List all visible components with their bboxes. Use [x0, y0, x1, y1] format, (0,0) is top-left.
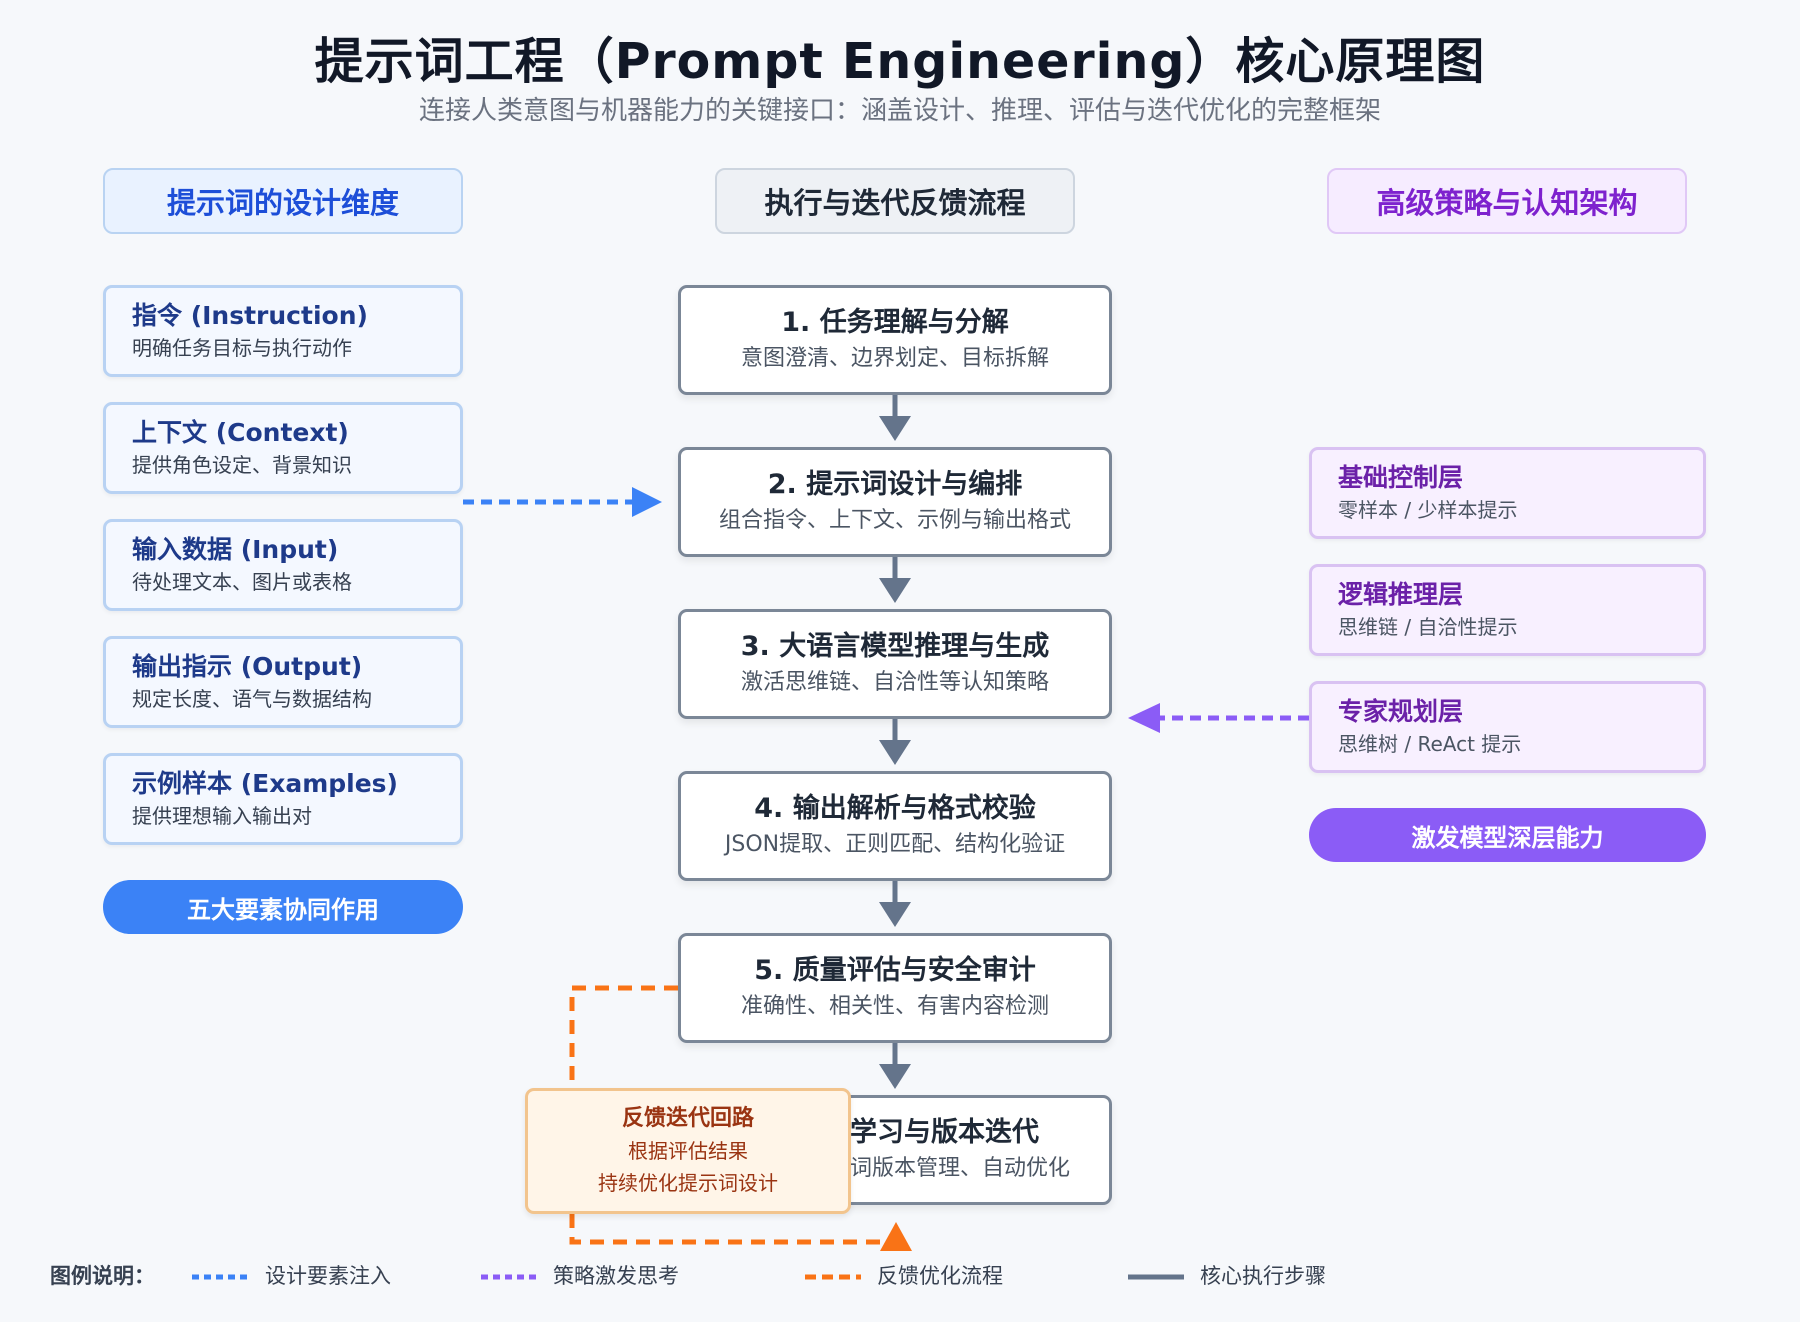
step-desc: 准确性、相关性、有害内容检测	[740, 994, 1049, 1019]
step-title: 2. 提示词设计与编排	[767, 469, 1023, 500]
step-title: 3. 大语言模型推理与生成	[740, 631, 1050, 662]
feedback-loop-arrow-head	[880, 1222, 912, 1251]
flow-arrow-4-5-head	[879, 902, 911, 927]
column-header-execution-flow: 执行与迭代反馈流程	[715, 168, 1075, 234]
dimension-title: 指令 (Instruction)	[132, 301, 368, 330]
page-subtitle: 连接人类意图与机器能力的关键接口：涵盖设计、推理、评估与迭代优化的完整框架	[418, 96, 1381, 126]
column-header-design-dimensions: 提示词的设计维度	[103, 168, 463, 234]
core-flow-arrows	[879, 395, 911, 1089]
legend-item-feedback: 反馈优化流程	[877, 1264, 1003, 1288]
dimension-card-output: 输出指示 (Output) 规定长度、语气与数据结构	[103, 636, 463, 728]
step-title: 5. 质量评估与安全审计	[754, 955, 1036, 986]
step-desc: JSON提取、正则匹配、结构化验证	[724, 832, 1066, 857]
strategy-desc: 思维链 / 自洽性提示	[1338, 615, 1518, 639]
strategy-title: 基础控制层	[1338, 463, 1464, 492]
dimension-desc: 提供理想输入输出对	[132, 804, 312, 828]
step-title: 1. 任务理解与分解	[781, 307, 1009, 338]
strategy-title: 逻辑推理层	[1338, 580, 1464, 609]
feedback-line-1: 根据评估结果	[628, 1139, 748, 1163]
dimension-title: 上下文 (Context)	[132, 418, 349, 447]
step-desc: 意图澄清、边界划定、目标拆解	[740, 346, 1049, 371]
flow-arrow-2-3-head	[879, 578, 911, 603]
flow-arrow-1-2-head	[879, 416, 911, 441]
step-card-3: 3. 大语言模型推理与生成 激活思维链、自洽性等认知策略	[678, 609, 1112, 719]
dimensions-summary-pill: 五大要素协同作用	[103, 880, 463, 934]
dimension-desc: 提供角色设定、背景知识	[132, 453, 352, 477]
step-desc: 激活思维链、自洽性等认知策略	[740, 670, 1049, 695]
design-injection-arrow-head	[632, 487, 662, 517]
dimension-desc: 明确任务目标与执行动作	[132, 336, 352, 360]
step-title: 学习与版本迭代	[850, 1117, 1039, 1148]
column-header-advanced-strategies: 高级策略与认知架构	[1327, 168, 1687, 234]
dimension-title: 示例样本 (Examples)	[132, 769, 398, 798]
dimension-title: 输入数据 (Input)	[132, 535, 339, 564]
flow-arrow-5-6-head	[879, 1064, 911, 1089]
step-card-4: 4. 输出解析与格式校验 JSON提取、正则匹配、结构化验证	[678, 771, 1112, 881]
page-title: 提示词工程（Prompt Engineering）核心原理图	[314, 33, 1486, 90]
strategy-card-basic-control: 基础控制层 零样本 / 少样本提示	[1309, 447, 1706, 539]
step-desc: 词版本管理、自动优化	[850, 1156, 1071, 1181]
strategy-desc: 零样本 / 少样本提示	[1338, 498, 1518, 522]
step-card-2: 2. 提示词设计与编排 组合指令、上下文、示例与输出格式	[678, 447, 1112, 557]
design-injection-arrow	[463, 487, 662, 517]
flow-arrow-3-4-head	[879, 740, 911, 765]
feedback-loop-box: 反馈迭代回路 根据评估结果 持续优化提示词设计	[525, 1088, 851, 1214]
strategies-summary-pill: 激发模型深层能力	[1309, 808, 1706, 862]
legend-item-design: 设计要素注入	[265, 1264, 391, 1288]
feedback-line-2: 持续优化提示词设计	[598, 1171, 778, 1195]
legend-item-core: 核心执行步骤	[1200, 1264, 1326, 1288]
step-card-5: 5. 质量评估与安全审计 准确性、相关性、有害内容检测	[678, 933, 1112, 1043]
feedback-loop-path	[569, 985, 912, 1251]
strategy-activation-arrow-head	[1128, 703, 1160, 733]
strategy-activation-arrow	[1128, 703, 1309, 733]
dimension-card-input: 输入数据 (Input) 待处理文本、图片或表格	[103, 519, 463, 611]
step-card-1: 1. 任务理解与分解 意图澄清、边界划定、目标拆解	[678, 285, 1112, 395]
dimension-card-instruction: 指令 (Instruction) 明确任务目标与执行动作	[103, 285, 463, 377]
dimension-card-context: 上下文 (Context) 提供角色设定、背景知识	[103, 402, 463, 494]
dimension-title: 输出指示 (Output)	[132, 652, 363, 681]
strategy-card-logic-reasoning: 逻辑推理层 思维链 / 自洽性提示	[1309, 564, 1706, 656]
feedback-title: 反馈迭代回路	[621, 1106, 754, 1131]
strategy-title: 专家规划层	[1338, 697, 1464, 726]
step-title: 4. 输出解析与格式校验	[754, 793, 1036, 824]
dimension-desc: 待处理文本、图片或表格	[132, 570, 352, 594]
legend-label: 图例说明：	[50, 1264, 155, 1288]
dimension-desc: 规定长度、语气与数据结构	[132, 687, 372, 711]
dimension-card-examples: 示例样本 (Examples) 提供理想输入输出对	[103, 753, 463, 845]
legend-item-strategy: 策略激发思考	[553, 1264, 679, 1288]
strategy-desc: 思维树 / ReAct 提示	[1338, 732, 1522, 756]
strategy-card-expert-planning: 专家规划层 思维树 / ReAct 提示	[1309, 681, 1706, 773]
step-desc: 组合指令、上下文、示例与输出格式	[718, 508, 1071, 533]
